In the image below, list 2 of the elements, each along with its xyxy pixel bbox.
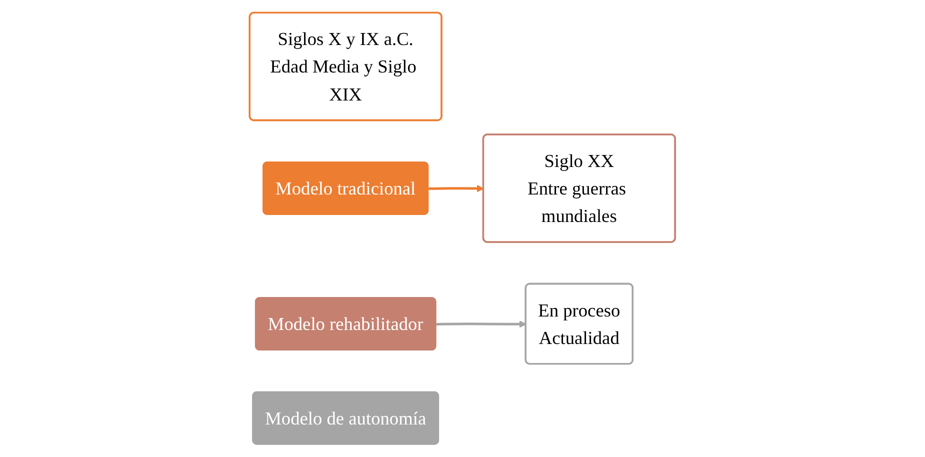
arrow	[428, 184, 484, 192]
arrow	[436, 320, 526, 328]
